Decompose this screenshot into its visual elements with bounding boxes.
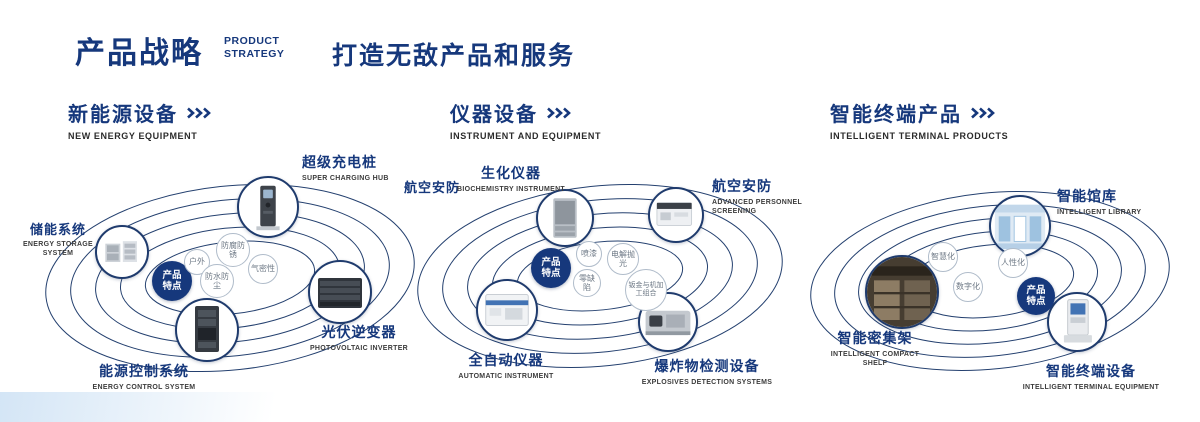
compact-shelf-image <box>867 257 937 327</box>
page-title-en: PRODUCT STRATEGY <box>224 35 284 60</box>
product-label-intelligent-library: 智能馆库 INTELLIGENT LIBRARY <box>1057 188 1142 216</box>
product-label-pv-inverter: 光伏逆变器 PHOTOVOLTAIC INVERTER <box>309 324 409 352</box>
background-accent <box>0 392 380 422</box>
triple-arrow-icon <box>547 107 571 118</box>
product-label-charging-hub: 超级充电桩 SUPER CHARGING HUB <box>302 154 389 182</box>
product-circle-biochemistry <box>536 189 594 247</box>
personnel-screening-image <box>656 202 693 226</box>
explosives-detection-image <box>645 310 691 336</box>
section-title: 仪器设备 <box>450 104 538 126</box>
page-slogan: 打造无敌产品和服务 <box>332 42 576 70</box>
pv-inverter-image <box>318 278 362 308</box>
triple-arrow-icon <box>187 107 211 118</box>
feature-bubble: 喷漆 <box>576 241 602 267</box>
energy-control-image <box>195 306 219 352</box>
section-header-instrument: 仪器设备 INSTRUMENT AND EQUIPMENT <box>450 98 601 141</box>
feature-bubble: 电解抛光 <box>607 243 639 275</box>
feature-bubble: 防腐防锈 <box>216 233 250 267</box>
product-label-personnel-screening: 航空安防 ADVANCED PERSONNEL SCREENING <box>712 178 802 216</box>
product-label-energy-storage: 储能系统 ENERGY STORAGE SYSTEM <box>22 222 94 258</box>
product-label-biochemistry: 生化仪器 BIOCHEMISTRY INSTRUMENT <box>456 165 565 193</box>
product-circle-terminal-equipment <box>1047 292 1107 352</box>
biochemistry-instrument-image <box>553 198 577 238</box>
terminal-equipment-image <box>1063 299 1092 343</box>
feature-bubble: 零缺陷 <box>573 269 601 297</box>
section-header-terminal: 智能终端产品 INTELLIGENT TERMINAL PRODUCTS <box>830 98 1008 141</box>
product-features-badge: 产品特点 <box>531 248 571 288</box>
section-header-new-energy: 新能源设备 NEW ENERGY EQUIPMENT <box>68 98 212 141</box>
product-label-automatic-instrument: 全自动仪器 AUTOMATIC INSTRUMENT <box>458 352 554 380</box>
section-subtitle: INTELLIGENT TERMINAL PRODUCTS <box>830 131 1009 141</box>
charging-hub-image <box>256 185 280 231</box>
energy-storage-image <box>105 241 137 262</box>
section-title: 新能源设备 <box>68 104 178 126</box>
intelligent-library-image <box>994 204 1046 250</box>
page-title: 产品战略 <box>75 37 203 70</box>
product-circle-pv-inverter <box>308 260 372 324</box>
feature-bubble: 气密性 <box>248 254 278 284</box>
section-subtitle: INSTRUMENT AND EQUIPMENT <box>450 131 602 141</box>
section-title: 智能终端产品 <box>830 104 962 126</box>
product-circle-intelligent-library <box>989 195 1051 257</box>
product-circle-automatic-instrument <box>476 279 538 341</box>
feature-bubble: 数字化 <box>953 272 983 302</box>
product-circle-compact-shelf <box>865 255 939 329</box>
feature-bubble: 人性化 <box>998 248 1028 278</box>
feature-bubble: 防水防尘 <box>200 264 234 298</box>
page-title-en-line1: PRODUCT <box>224 35 280 47</box>
aviation-security-side-label: 航空安防 <box>404 180 461 195</box>
product-label-explosives-detection: 爆炸物检测设备 EXPLOSIVES DETECTION SYSTEMS <box>641 358 773 386</box>
triple-arrow-icon <box>971 107 995 118</box>
product-label-energy-control: 能源控制系统 ENERGY CONTROL SYSTEM <box>92 363 196 391</box>
page-title-en-line2: STRATEGY <box>224 47 285 60</box>
product-circle-energy-control <box>175 298 239 362</box>
feature-bubble: 智慧化 <box>928 242 958 272</box>
automatic-instrument-image <box>485 294 529 326</box>
product-label-terminal-equipment: 智能终端设备 INTELLIGENT TERMINAL EQUIPMENT <box>1022 363 1160 391</box>
section-subtitle: NEW ENERGY EQUIPMENT <box>68 131 198 141</box>
product-circle-energy-storage <box>95 225 149 279</box>
product-circle-personnel-screening <box>648 187 704 243</box>
product-features-badge: 产品特点 <box>1017 277 1055 315</box>
feature-bubble: 钣金与机加工组合 <box>625 269 667 311</box>
product-label-compact-shelf: 智能密集架 INTELLIGENT COMPACT SHELF <box>830 330 920 368</box>
product-circle-charging-hub <box>237 176 299 238</box>
